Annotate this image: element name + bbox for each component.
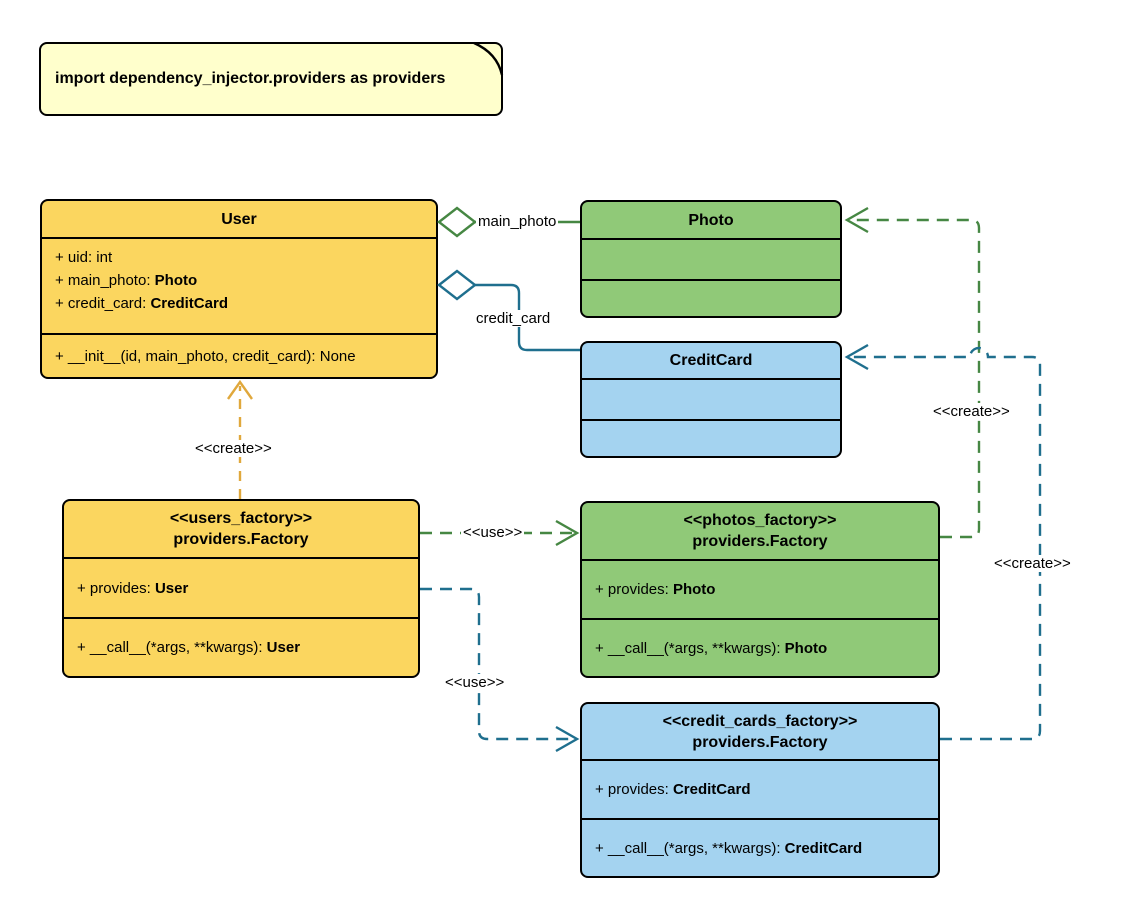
method-row: + __call__(*args, **kwargs): Photo [582, 640, 827, 657]
stereotype: <<users_factory>> [169, 510, 313, 527]
arrowhead-create-user-icon [227, 379, 253, 400]
edge-label-use-photos: <<use>> [461, 524, 525, 541]
class-photos-factory-methods: + __call__(*args, **kwargs): Photo [582, 620, 938, 676]
class-users-factory-methods: + __call__(*args, **kwargs): User [64, 619, 418, 676]
class-users-factory: <<users_factory>> providers.Factory + pr… [62, 499, 420, 678]
class-photo-attributes [582, 240, 840, 281]
class-photos-factory-title: <<photos_factory>> providers.Factory [582, 503, 938, 561]
attribute-text: + provides: [77, 579, 155, 597]
method-type: CreditCard [784, 839, 863, 857]
attribute-text: + uid: int [55, 249, 113, 266]
class-credit-cards-factory-methods: + __call__(*args, **kwargs): CreditCard [582, 820, 938, 876]
edge-label-use-credit-cards: <<use>> [443, 674, 507, 691]
class-photo: Photo [580, 200, 842, 318]
stereotype: <<credit_cards_factory>> [662, 712, 858, 730]
class-photo-methods [582, 281, 840, 316]
class-user-methods: + __init__(id, main_photo, credit_card):… [42, 335, 436, 377]
class-name: providers.Factory [692, 733, 828, 751]
attribute-text: + provides: [595, 581, 673, 598]
class-user: User + uid: int + main_photo: Photo + cr… [40, 199, 438, 379]
stereotype: <<photos_factory>> [683, 512, 837, 529]
class-creditcard: CreditCard [580, 341, 842, 458]
method-text: + __init__(id, main_photo, credit_card):… [55, 347, 356, 365]
class-photos-factory-attributes: + provides: Photo [582, 561, 938, 620]
edge-label-main-photo: main_photo [476, 213, 559, 230]
attribute-type: CreditCard [150, 295, 228, 312]
aggregation-diamond-icon [437, 269, 477, 301]
class-credit-cards-factory: <<credit_cards_factory>> providers.Facto… [580, 702, 940, 878]
edge-create-photo [850, 218, 981, 539]
edge-label-create-credit-card: <<create>> [992, 555, 1073, 572]
note: import dependency_injector.providers as … [39, 42, 503, 116]
method-text: + __call__(*args, **kwargs): [595, 839, 785, 857]
attribute-text: + provides: [595, 781, 673, 798]
method-type: Photo [784, 639, 828, 657]
class-name: providers.Factory [692, 533, 828, 550]
class-credit-cards-factory-attributes: + provides: CreditCard [582, 761, 938, 820]
method-text: + __call__(*args, **kwargs): [595, 639, 785, 657]
class-creditcard-title: CreditCard [582, 343, 840, 380]
class-photo-title: Photo [582, 202, 840, 240]
attribute-type: CreditCard [672, 781, 751, 798]
attribute-row: + provides: CreditCard [582, 781, 750, 798]
edge-label-credit-card: credit_card [474, 310, 553, 327]
method-type: User [266, 639, 301, 656]
attribute-type: Photo [154, 272, 198, 289]
arrowhead-create-photo-icon [844, 206, 869, 234]
arrowhead-create-credit-card-icon [844, 343, 869, 371]
attribute-text: + credit_card: [55, 295, 151, 312]
method-row: + __init__(id, main_photo, credit_card):… [42, 349, 356, 364]
arrowhead-use-photos-icon [555, 519, 580, 547]
class-creditcard-methods [582, 421, 840, 456]
edge-use-credit-cards [420, 587, 572, 741]
class-user-title: User [42, 201, 436, 239]
aggregation-diamond-icon [437, 206, 477, 238]
note-text: import dependency_injector.providers as … [55, 70, 446, 87]
method-row: + __call__(*args, **kwargs): CreditCard [582, 840, 862, 857]
attribute-text: + main_photo: [55, 272, 155, 289]
class-user-attributes: + uid: int + main_photo: Photo + credit_… [42, 239, 436, 335]
class-creditcard-attributes [582, 380, 840, 421]
edge-label-create-user: <<create>> [193, 440, 274, 457]
attribute-row: + main_photo: Photo [42, 269, 436, 292]
arrowhead-use-credit-cards-icon [555, 725, 580, 753]
attribute-row: + credit_card: CreditCard [42, 292, 436, 315]
attribute-row: + provides: Photo [582, 581, 715, 598]
method-text: + __call__(*args, **kwargs): [77, 639, 267, 656]
attribute-row: + provides: User [64, 580, 188, 597]
class-users-factory-title: <<users_factory>> providers.Factory [64, 501, 418, 559]
class-name: providers.Factory [173, 531, 309, 548]
attribute-row: + uid: int [42, 246, 436, 269]
attribute-type: User [154, 579, 189, 597]
class-users-factory-attributes: + provides: User [64, 559, 418, 619]
method-row: + __call__(*args, **kwargs): User [64, 639, 300, 656]
edge-label-create-photo: <<create>> [931, 403, 1012, 420]
class-photos-factory: <<photos_factory>> providers.Factory + p… [580, 501, 940, 678]
class-credit-cards-factory-title: <<credit_cards_factory>> providers.Facto… [582, 704, 938, 761]
attribute-type: Photo [672, 581, 716, 598]
